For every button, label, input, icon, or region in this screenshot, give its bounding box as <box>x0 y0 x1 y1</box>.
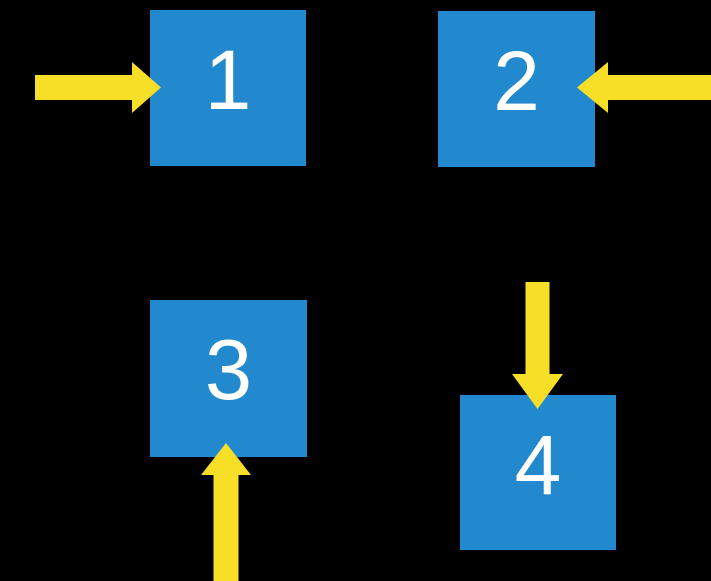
arrow-up-icon <box>201 443 251 581</box>
diagram-box-1[interactable]: 1 <box>150 10 306 166</box>
diagram-box-3-label: 3 <box>204 323 253 418</box>
diagram-box-4[interactable]: 4 <box>460 395 616 550</box>
arrow-left-icon <box>577 62 711 113</box>
arrow-right-icon <box>35 62 161 113</box>
diagram-box-3[interactable]: 3 <box>150 300 307 457</box>
diagram-box-2[interactable]: 2 <box>438 11 595 167</box>
arrow-down-icon <box>512 282 563 409</box>
diagram-box-2-label: 2 <box>493 34 540 128</box>
diagram-box-1-label: 1 <box>204 33 252 127</box>
diagram-box-4-label: 4 <box>514 418 562 512</box>
